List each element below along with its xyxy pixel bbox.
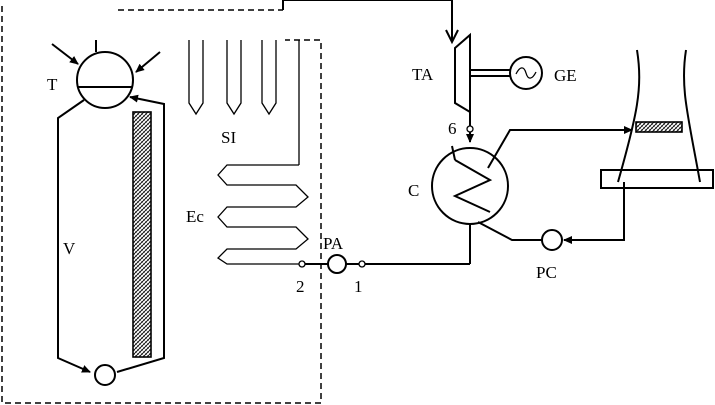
condenser [431,126,633,241]
tower-fill [635,121,683,133]
furnace-wall [132,111,152,358]
drum [51,40,161,109]
label-PC: PC [536,263,557,282]
label-1: 1 [354,277,363,296]
feed-pump [327,254,347,274]
boiler-boundary [1,0,453,404]
label-2: 2 [296,277,305,296]
label-V: V [63,239,76,258]
label-C: C [408,181,419,200]
generator [509,56,543,90]
label-PA: PA [323,234,344,253]
turbine [445,14,543,143]
cooling-tower [600,49,714,189]
label-Ec: Ec [186,207,204,226]
circulation-pump [94,364,116,386]
economizer [216,164,309,265]
downcomer-riser [57,94,165,386]
node-6 [466,125,474,133]
feed-line [298,224,471,274]
label-6: 6 [448,119,457,138]
cooling-pump [541,182,625,251]
label-TA: TA [412,65,434,84]
node-1 [358,260,366,268]
label-GE: GE [554,66,577,85]
node-2 [298,260,306,268]
label-T: T [47,75,58,94]
label-SI: SI [221,128,236,147]
superheater [188,40,300,165]
